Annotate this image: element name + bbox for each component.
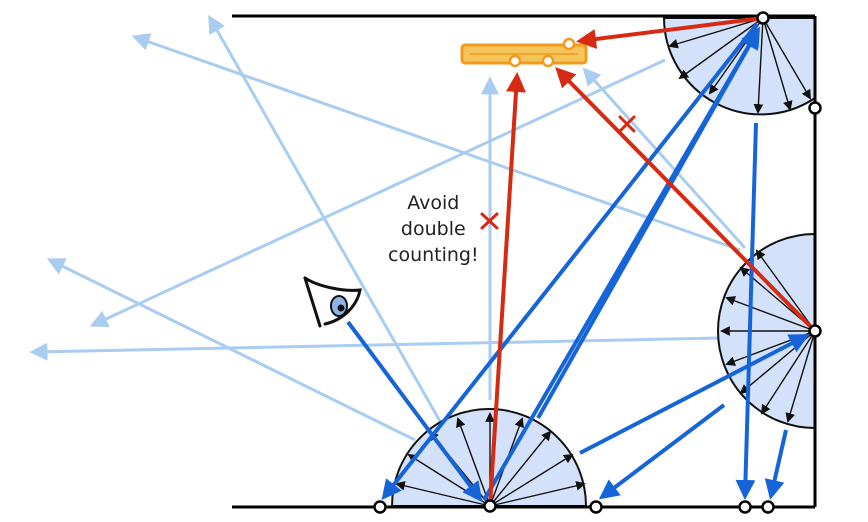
- vertex: [756, 11, 770, 25]
- hemisphere-floor: [390, 408, 588, 507]
- annotation-line: counting!: [388, 244, 479, 266]
- vertex: [483, 499, 497, 513]
- primary-ray: [735, 122, 758, 500]
- vertex: [808, 101, 822, 115]
- vertex: [808, 324, 822, 338]
- annotation-line: double: [400, 218, 466, 240]
- light-vertex: [541, 54, 555, 68]
- area-light-icon: [460, 43, 588, 65]
- primary-ray: [598, 403, 726, 500]
- light-ray: [576, 16, 764, 49]
- light-vertex: [508, 54, 522, 68]
- light-vertex: [562, 37, 576, 51]
- x-mark-icon: [480, 115, 636, 230]
- primary-ray: [381, 22, 759, 501]
- vertex: [373, 500, 387, 514]
- secondary-ray: [131, 33, 741, 252]
- secondary-rays: [29, 14, 747, 442]
- walls: [232, 14, 817, 509]
- light-ray: [488, 72, 526, 507]
- secondary-ray: [46, 258, 416, 442]
- secondary-ray: [29, 336, 721, 361]
- vertex: [738, 500, 752, 514]
- primary-ray: [536, 28, 759, 419]
- vertex: [589, 500, 603, 514]
- primary-ray: [764, 429, 788, 500]
- secondary-ray: [582, 67, 747, 250]
- camera-ray: [346, 320, 483, 503]
- eye-icon: [303, 276, 362, 328]
- light-vertices: [508, 37, 576, 68]
- double-counting-annotation: Avoid double counting!: [388, 190, 479, 268]
- light-path-rays: [488, 16, 817, 507]
- secondary-ray: [89, 58, 666, 328]
- vertex: [761, 500, 775, 514]
- primary-ray: [579, 334, 810, 455]
- primary-rays: [346, 22, 810, 503]
- path-vertices: [373, 11, 822, 514]
- annotation-line: Avoid: [407, 192, 460, 214]
- secondary-ray: [208, 14, 447, 431]
- light-ray: [555, 67, 817, 333]
